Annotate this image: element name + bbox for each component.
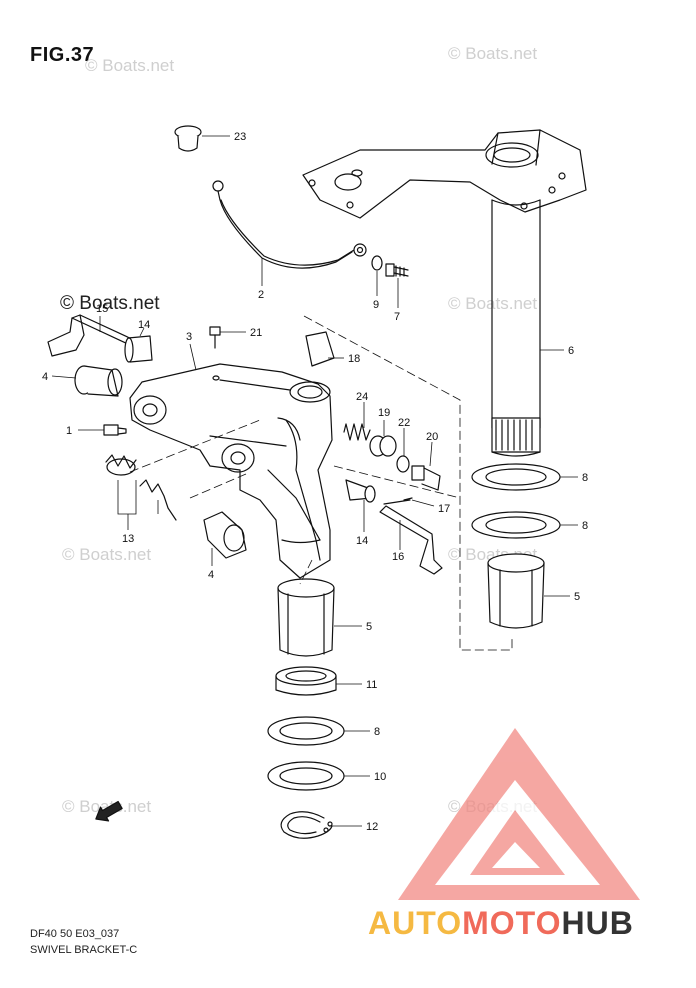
callout-11: 11 — [366, 679, 377, 691]
bolt-part — [411, 465, 441, 491]
callout-4-top: 4 — [42, 371, 48, 383]
washer-part — [371, 255, 383, 271]
fwd-arrow-icon — [95, 800, 123, 822]
callout-21: 21 — [250, 327, 262, 339]
bushing-part — [74, 365, 123, 397]
brand-part-hub: HUB — [561, 905, 634, 941]
callout-13: 13 — [122, 533, 134, 545]
callout-3: 3 — [186, 331, 192, 343]
watermark: © Boats.net — [85, 56, 175, 75]
callout-17: 17 — [438, 503, 450, 515]
sleeve-bushing-part — [277, 578, 335, 657]
watermark-dark: © Boats.net — [60, 293, 160, 314]
callout-14-bottom: 14 — [356, 535, 368, 547]
callout-9: 9 — [373, 299, 379, 311]
watermark: © Boats.net — [448, 44, 538, 63]
small-bolt-part — [209, 326, 221, 349]
brand-wordmark: AUTOMOTOHUB — [368, 905, 634, 942]
swivel-bracket-part — [129, 363, 333, 579]
bolt-part — [385, 263, 409, 277]
callout-4-bottom: 4 — [208, 569, 214, 581]
stopper-bracket-part — [47, 314, 135, 357]
callout-15: 15 — [96, 303, 108, 315]
callout-24: 24 — [356, 391, 368, 403]
washer-part — [267, 761, 345, 791]
callout-6: 6 — [568, 345, 574, 357]
callout-19: 19 — [378, 407, 390, 419]
brand-part-moto: MOTO — [462, 905, 562, 941]
callout-16: 16 — [392, 551, 404, 563]
brand-logo-icon — [398, 728, 640, 900]
callout-23: 23 — [234, 131, 246, 143]
bush-part — [345, 479, 376, 503]
callout-8-bottom: 8 — [374, 726, 380, 738]
rubber-bushing-part — [369, 435, 397, 457]
thrust-washer-part — [471, 463, 561, 539]
alignment-lines — [129, 315, 513, 651]
callout-20: 20 — [426, 431, 438, 443]
callout-5-right: 5 — [574, 591, 580, 603]
callout-8-top: 8 — [582, 472, 588, 484]
circlip-part — [280, 811, 333, 839]
callout-22: 22 — [398, 417, 410, 429]
sleeve-bushing-part — [487, 553, 545, 629]
pin-part — [383, 497, 413, 505]
callout-1: 1 — [66, 425, 72, 437]
watermark: © Boats.net — [62, 545, 152, 564]
grease-nipple-part — [103, 424, 127, 436]
callout-14-top: 14 — [138, 319, 150, 331]
callout-8-middle: 8 — [582, 520, 588, 532]
callout-18: 18 — [348, 353, 360, 365]
spring-part — [343, 423, 371, 441]
bush-part — [124, 335, 153, 363]
bushing-part — [203, 511, 247, 559]
callout-7: 7 — [394, 311, 400, 323]
washer-part — [396, 455, 410, 473]
leader-lines — [51, 135, 578, 827]
spring-plunger-part — [105, 454, 177, 521]
watermark: © Boats.net — [62, 797, 152, 816]
callout-5-left: 5 — [366, 621, 372, 633]
callout-10: 10 — [374, 771, 386, 783]
assembly-name: SWIVEL BRACKET-C — [30, 944, 138, 956]
callout-labels: 23 2 9 7 6 15 14 3 21 18 4 1 24 19 22 20… — [42, 131, 588, 833]
steering-bracket-part — [302, 129, 587, 457]
thrust-washer-part — [267, 716, 345, 746]
callout-2: 2 — [258, 289, 264, 301]
callout-12: 12 — [366, 821, 378, 833]
brand-part-auto: AUTO — [368, 905, 463, 941]
model-code: DF40 50 E03_037 — [30, 928, 120, 940]
figure-title: FIG.37 — [30, 44, 95, 66]
oil-seal-part — [275, 666, 337, 696]
plug-cap-part — [174, 125, 202, 152]
tilt-lock-rod-part — [379, 505, 443, 575]
plate-part — [305, 331, 335, 367]
